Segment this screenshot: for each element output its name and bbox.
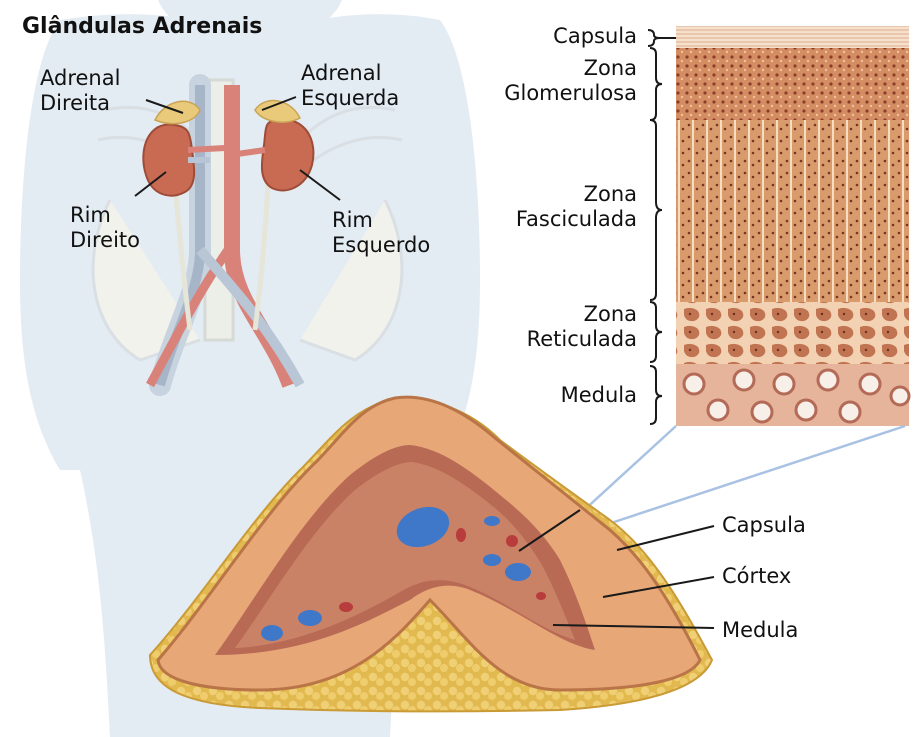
- label-zona-fasciculada: Zona Fasciculada: [516, 182, 637, 232]
- capsule-layer: [676, 26, 909, 48]
- right-kidney: [143, 124, 194, 195]
- histology-braces: [648, 30, 676, 424]
- glomerulosa-layer: [676, 48, 909, 120]
- diagram-title: Glândulas Adrenais: [22, 14, 262, 39]
- fasciculata-layer: [676, 120, 909, 302]
- label-rim-esquerdo: Rim Esquerdo: [332, 208, 430, 258]
- zoom-lines: [582, 426, 905, 524]
- label-medula-section: Medula: [722, 618, 798, 643]
- label-capsula-histology: Capsula: [553, 24, 637, 49]
- label-adrenal-esquerda: Adrenal Esquerda: [301, 61, 399, 111]
- label-zona-glomerulosa: Zona Glomerulosa: [504, 56, 637, 106]
- histology-section: [676, 26, 909, 426]
- label-capsula-section: Capsula: [722, 513, 806, 538]
- label-medula-histology: Medula: [561, 383, 637, 408]
- label-adrenal-direita: Adrenal Direita: [40, 66, 120, 116]
- left-kidney: [262, 119, 314, 190]
- label-zona-reticulada: Zona Reticulada: [527, 302, 637, 352]
- reticularis-layer: [676, 302, 909, 364]
- label-rim-direito: Rim Direito: [70, 203, 140, 253]
- label-cortex-section: Córtex: [722, 564, 791, 589]
